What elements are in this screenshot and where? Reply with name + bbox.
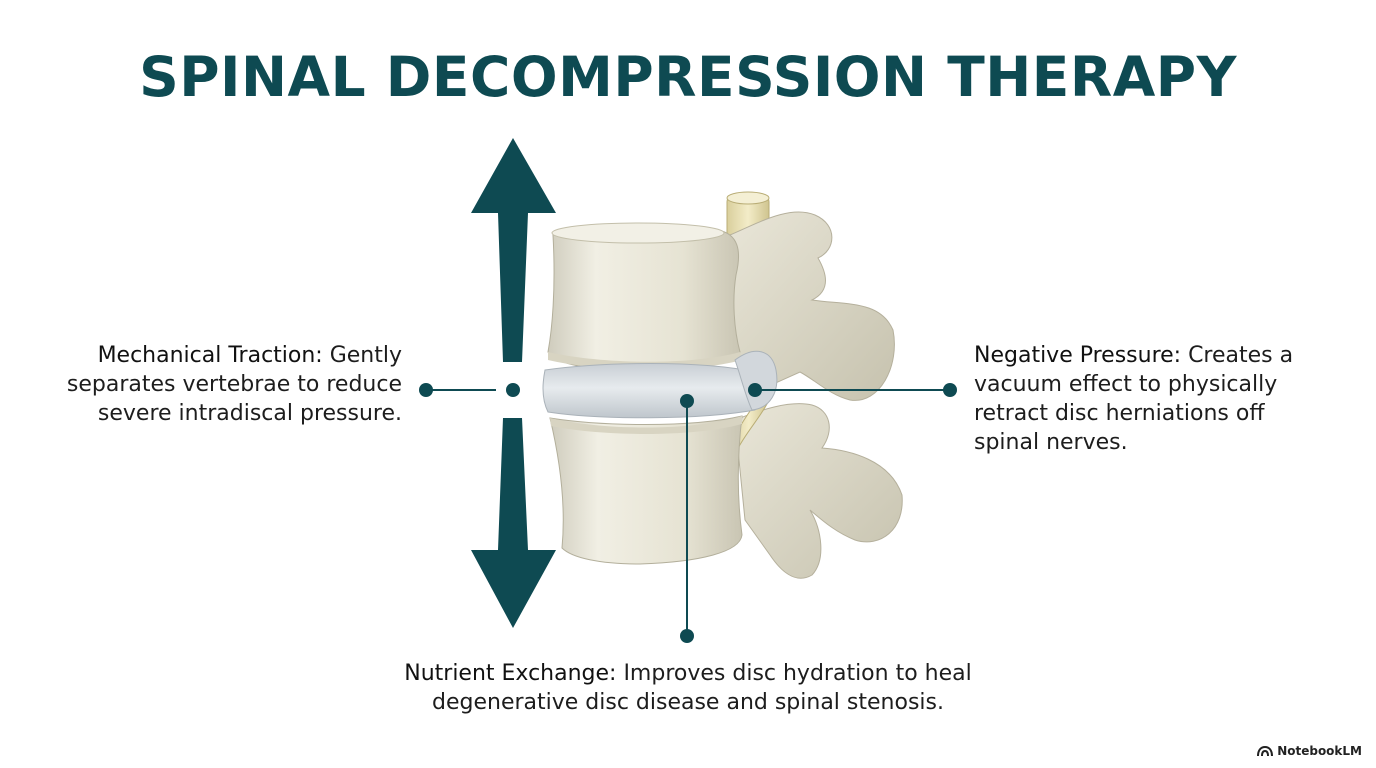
notebooklm-logo-icon [1257, 745, 1273, 757]
callout-negative-pressure: Negative Pressure: Creates a vacuum effe… [974, 341, 1334, 457]
brand-label: NotebookLM [1277, 744, 1362, 758]
callout-nutrient-exchange: Nutrient Exchange: Improves disc hydrati… [360, 659, 1016, 717]
lower-vertebra [550, 416, 742, 564]
callout-term: Negative Pressure: [974, 343, 1181, 368]
brand-watermark: NotebookLM [1257, 744, 1362, 758]
callout-term: Mechanical Traction: [98, 343, 323, 368]
callout-line-traction [419, 383, 520, 397]
callout-mechanical-traction: Mechanical Traction: Gently separates ve… [40, 341, 402, 428]
callout-term: Nutrient Exchange: [404, 661, 616, 686]
traction-up-arrow-icon [471, 138, 556, 362]
upper-vertebra [548, 223, 742, 370]
traction-down-arrow-icon [471, 418, 556, 628]
